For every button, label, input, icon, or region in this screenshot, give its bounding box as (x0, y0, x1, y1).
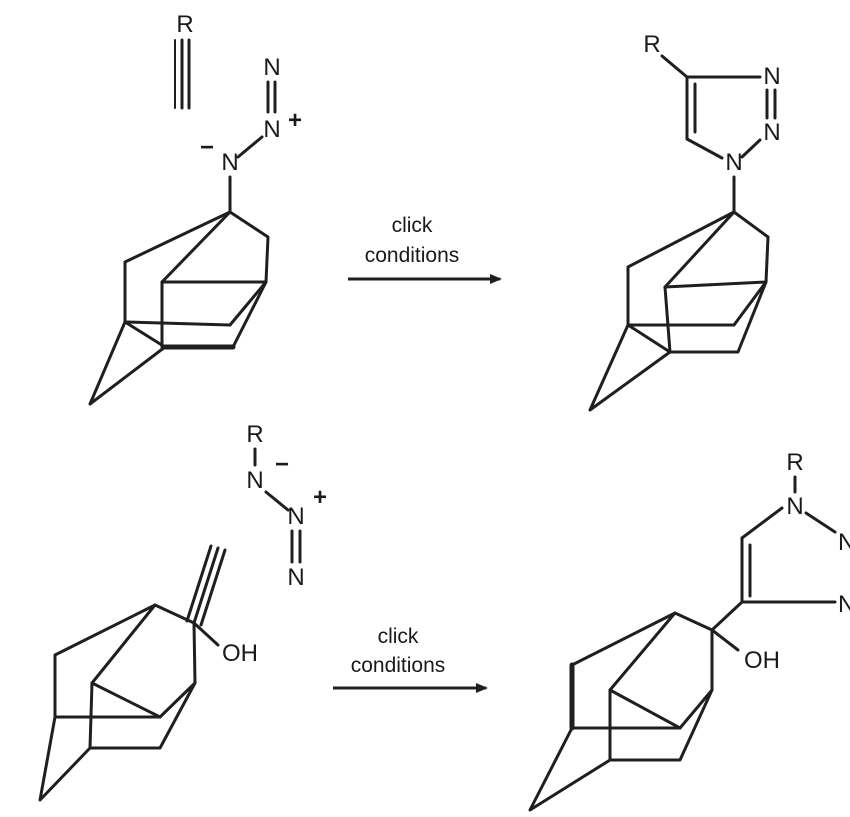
plus-charge: + (288, 107, 302, 134)
triazole-n2: N (838, 529, 850, 556)
azide-n-terminal: N (287, 564, 304, 591)
reaction-2: R N − N + N OH click (38, 421, 850, 812)
azide-n-central: N (287, 503, 304, 530)
arrow-label-conditions: conditions (351, 654, 446, 677)
ethynyl-adamantanol: OH (38, 544, 258, 802)
hydroxyl-label: OH (222, 640, 258, 667)
minus-charge: − (200, 134, 214, 161)
azide-reagent: R N − N + N (246, 421, 327, 591)
azidoadamantane: N N + N − (88, 54, 302, 406)
plus-charge: + (313, 484, 327, 511)
reaction-arrow-1: click conditions (348, 214, 502, 284)
azide-r-label: R (246, 421, 263, 448)
triazole-n3: N (763, 63, 780, 90)
reaction-1: R N N + N − (88, 11, 781, 412)
arrow-label-click: click (378, 625, 419, 648)
alkyne-r-label: R (176, 11, 193, 38)
arrow-label-conditions: conditions (365, 244, 460, 267)
hydroxyl-label: OH (744, 647, 780, 674)
alkyne-reagent: R (174, 11, 194, 110)
triazole-product-1: R N N N (588, 31, 781, 412)
minus-charge: − (275, 451, 289, 478)
triazole-r-label: R (786, 449, 803, 476)
reaction-arrow-2: click conditions (333, 625, 488, 693)
triazole-product-2: R N N N OH (528, 449, 850, 812)
triazole-n2: N (763, 119, 780, 146)
triazole-r-label: R (643, 31, 660, 58)
azide-n-central: N (263, 116, 280, 143)
azide-n-attached: N (246, 467, 263, 494)
azide-n-attached: N (221, 149, 238, 176)
triazole-n3: N (838, 591, 850, 618)
arrow-label-click: click (392, 214, 433, 237)
azide-n-terminal: N (263, 54, 280, 81)
triazole-n1: N (786, 493, 803, 520)
triazole-n1: N (725, 149, 742, 176)
